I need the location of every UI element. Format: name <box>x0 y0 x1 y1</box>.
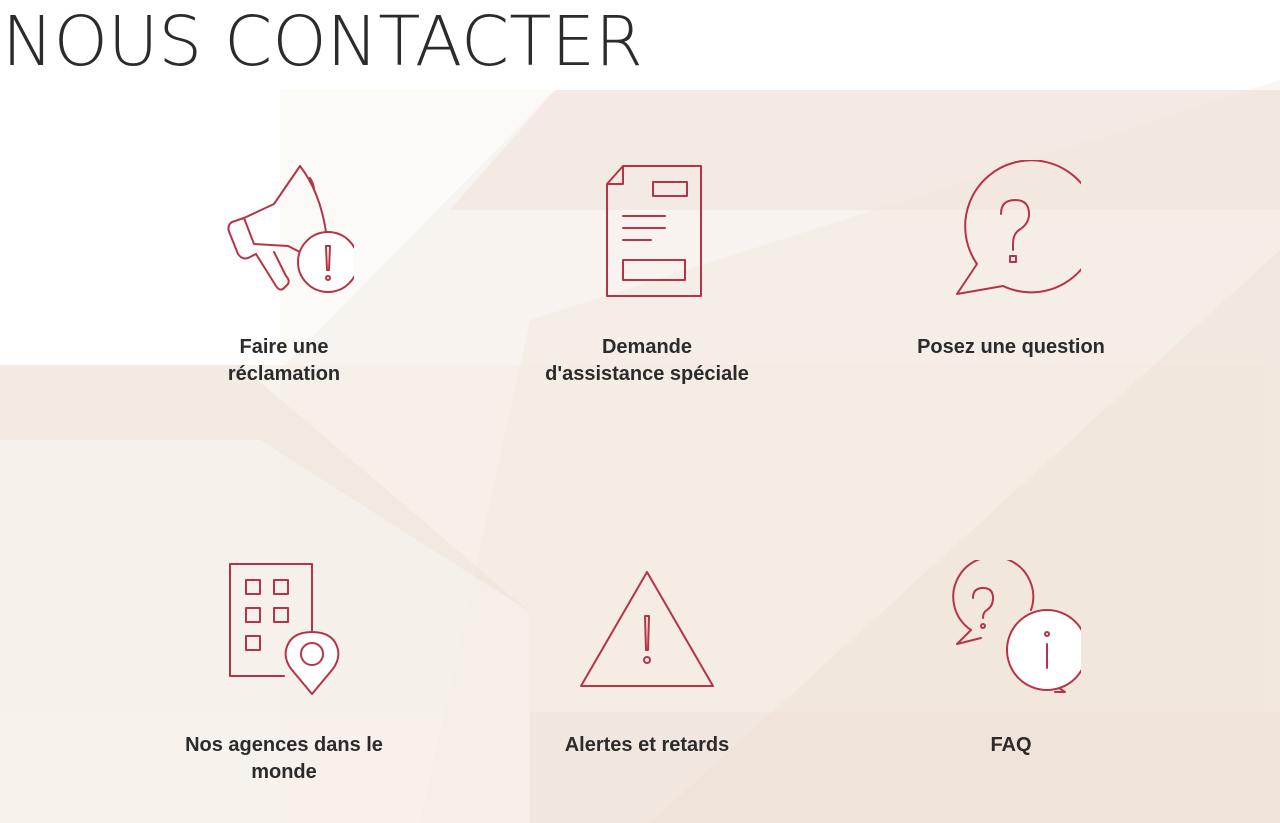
tile-label: Nos agences dans le monde <box>185 734 383 783</box>
tile-label: Faire une réclamation <box>227 336 341 385</box>
page-title: NOUS CONTACTER <box>2 2 643 82</box>
tile-label: Demande d'assistance spéciale <box>545 336 749 385</box>
building-location-icon <box>229 563 340 695</box>
tile-label: Posez une question <box>917 336 1105 358</box>
document-form-icon <box>606 165 702 297</box>
tile-ask-question[interactable]: Posez une question <box>861 160 1161 400</box>
faq-bubbles-icon <box>952 560 1081 693</box>
tile-special-assistance[interactable]: Demande d'assistance spéciale <box>497 160 797 400</box>
tile-agencies-worldwide[interactable]: Nos agences dans le monde <box>134 560 434 800</box>
warning-triangle-icon <box>580 571 714 687</box>
tile-label: Alertes et retards <box>564 734 730 756</box>
tile-faq[interactable]: FAQ <box>861 560 1161 800</box>
tile-label: FAQ <box>990 734 1032 756</box>
megaphone-alert-icon <box>227 165 354 293</box>
tile-complaint[interactable]: Faire une réclamation <box>134 160 434 400</box>
tile-alerts-delays[interactable]: Alertes et retards <box>497 560 797 800</box>
question-bubble-icon <box>956 160 1081 295</box>
